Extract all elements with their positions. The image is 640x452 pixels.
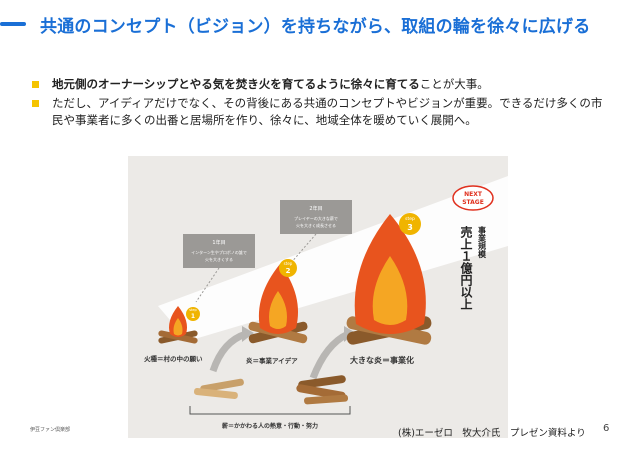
caption-step-3: 大きな炎＝事業化 — [350, 355, 414, 365]
arrow-1-head-icon — [242, 326, 254, 342]
step-1-num: 1 — [191, 313, 195, 320]
bullet-item: 地元側のオーナーシップとやる気を焚き火を育てるように徐々に育てることが大事。 — [32, 76, 612, 93]
title-accent-bar — [0, 22, 26, 26]
goal-sales-label: 売上１億円以上 — [459, 225, 473, 310]
firewood-pile-2 — [296, 375, 349, 405]
bullet-text: ただし、アイディアだけでなく、その背後にある共通のコンセプトやビジョンが重要。で… — [52, 96, 603, 127]
rising-band — [158, 176, 508, 341]
next-stage-line2: STAGE — [462, 199, 484, 206]
note-box-1 — [183, 234, 255, 268]
note-box-2 — [280, 200, 352, 234]
step-1-label: step — [189, 308, 197, 312]
fire-step-1 — [158, 306, 198, 344]
note-2-connector — [289, 233, 317, 265]
fire-step-2 — [248, 264, 308, 344]
caption-step-1: 火種＝村の中の願い — [144, 354, 203, 363]
step-2-num: 2 — [286, 267, 291, 275]
caption-step-2: 炎＝事業アイデア — [246, 356, 298, 365]
bonfire-diagram: 1年目 インターン生やプロボノの誰で 火を大きくする 2年目 プレイヤーの大きな… — [144, 176, 508, 430]
note-1-connector — [195, 267, 220, 303]
note-1-line2: 火を大きくする — [205, 256, 233, 262]
slide-title: 共通のコンセプト（ビジョン）を持ちながら、取組の輪を徐々に広げる — [40, 17, 591, 37]
firewood-bracket — [189, 406, 351, 415]
step-1-badge — [186, 307, 200, 321]
step-2-badge — [279, 259, 297, 277]
step-3-label: step — [405, 216, 415, 222]
footer-organization: 伊豆ファン倶楽部 — [30, 427, 71, 433]
step-2-label: step — [284, 261, 293, 266]
note-1-line1: インターン生やプロボノの誰で — [191, 249, 247, 255]
next-stage-line1: NEXT — [464, 191, 483, 198]
bullet-square-icon — [32, 81, 39, 88]
arrow-1-icon — [209, 330, 248, 373]
page-number: 6 — [603, 423, 610, 434]
note-1-year: 1年目 — [212, 239, 225, 246]
source-credit: (株)エーゼロ 牧大介氏 プレゼン資料より — [398, 428, 586, 439]
step-3-num: 3 — [407, 223, 413, 232]
bullet-item: ただし、アイディアだけでなく、その背後にある共通のコンセプトやビジョンが重要。で… — [32, 95, 612, 129]
bullet-list: 地元側のオーナーシップとやる気を焚き火を育てるように徐々に育てることが大事。 た… — [32, 76, 612, 131]
fire-step-3 — [346, 214, 432, 345]
arrow-2-icon — [309, 330, 350, 380]
next-stage-badge — [452, 185, 494, 211]
note-2-line2: 火を大きく成長させる — [296, 222, 336, 228]
note-2-year: 2年目 — [309, 205, 322, 212]
goal-scale-label: 事業規模 — [477, 225, 487, 259]
bullet-text: ことが大事。 — [419, 77, 489, 91]
bonfire-growth-illustration: 1年目 インターン生やプロボノの誰で 火を大きくする 2年目 プレイヤーの大きな… — [128, 156, 508, 438]
caption-firewood: 薪＝かかわる人の熱意・行動・努力 — [222, 422, 318, 430]
firewood-pile-1 — [193, 378, 244, 399]
note-2-line1: プレイヤーの大きな薪で — [294, 215, 338, 221]
bullet-square-icon — [32, 100, 39, 107]
bullet-strong-text: 地元側のオーナーシップとやる気を焚き火を育てるように徐々に育てる — [52, 77, 420, 91]
step-3-badge — [399, 213, 421, 235]
